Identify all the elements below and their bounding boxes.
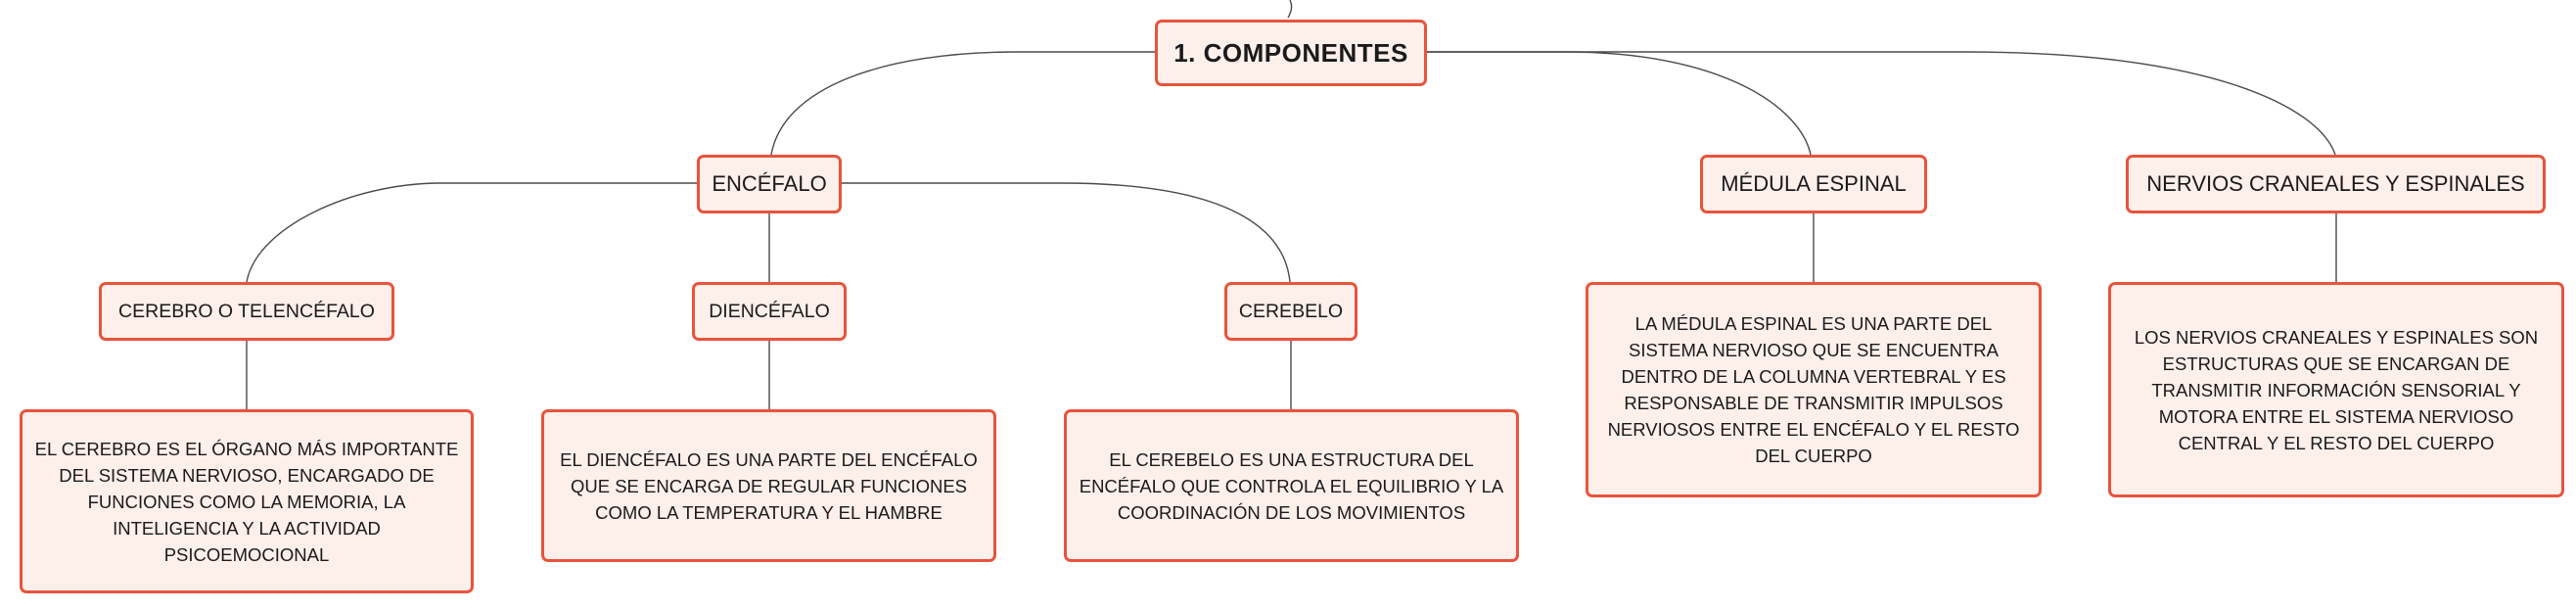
root-node-label: 1. COMPONENTES xyxy=(1173,37,1408,68)
desc-cerebelo-text: EL CEREBELO ES UNA ESTRUCTURA DEL ENCÉFA… xyxy=(1079,448,1504,523)
connector-encefalo-cerebelo xyxy=(842,182,1291,283)
node-medula-espinal[interactable]: MÉDULA ESPINAL xyxy=(1700,155,1927,213)
node-cerebro-label: CEREBRO O TELENCÉFALO xyxy=(118,300,375,322)
node-cerebelo[interactable]: CEREBELO xyxy=(1224,282,1357,341)
connector-root-nervios xyxy=(1426,51,2336,156)
node-cerebelo-label: CEREBELO xyxy=(1238,300,1344,322)
desc-nervios-text: LOS NERVIOS CRANEALES Y ESPINALES SON ES… xyxy=(2134,326,2539,453)
connector-encefalo-cerebro xyxy=(246,182,697,283)
connector-root-encefalo xyxy=(770,51,1155,156)
node-nervios-label: NERVIOS CRANEALES Y ESPINALES xyxy=(2146,171,2525,196)
desc-cerebro-text: EL CEREBRO ES EL ÓRGANO MÁS IMPORTANTE D… xyxy=(34,438,459,565)
desc-cerebro[interactable]: EL CEREBRO ES EL ÓRGANO MÁS IMPORTANTE D… xyxy=(20,409,474,593)
node-encefalo-label: ENCÉFALO xyxy=(712,171,827,196)
desc-medula-text: LA MÉDULA ESPINAL ES UNA PARTE DEL SISTE… xyxy=(1607,313,2020,466)
desc-diencefalo-text: EL DIENCÉFALO ES UNA PARTE DEL ENCÉFALO … xyxy=(560,448,978,523)
root-node-componentes[interactable]: 1. COMPONENTES xyxy=(1155,20,1427,86)
desc-nervios[interactable]: LOS NERVIOS CRANEALES Y ESPINALES SON ES… xyxy=(2108,282,2564,497)
node-cerebro-telencefalo[interactable]: CEREBRO O TELENCÉFALO xyxy=(99,282,394,341)
connector-root-incoming xyxy=(1287,0,1293,19)
node-diencefalo-label: DIENCÉFALO xyxy=(709,300,830,322)
connector-root-medula xyxy=(1426,51,1812,156)
node-medula-espinal-label: MÉDULA ESPINAL xyxy=(1721,171,1907,196)
desc-cerebelo[interactable]: EL CEREBELO ES UNA ESTRUCTURA DEL ENCÉFA… xyxy=(1064,409,1519,562)
node-nervios-craneales-espinales[interactable]: NERVIOS CRANEALES Y ESPINALES xyxy=(2126,155,2546,213)
node-encefalo[interactable]: ENCÉFALO xyxy=(697,155,842,213)
desc-medula-espinal[interactable]: LA MÉDULA ESPINAL ES UNA PARTE DEL SISTE… xyxy=(1586,282,2042,497)
node-diencefalo[interactable]: DIENCÉFALO xyxy=(692,282,847,341)
desc-diencefalo[interactable]: EL DIENCÉFALO ES UNA PARTE DEL ENCÉFALO … xyxy=(541,409,996,562)
